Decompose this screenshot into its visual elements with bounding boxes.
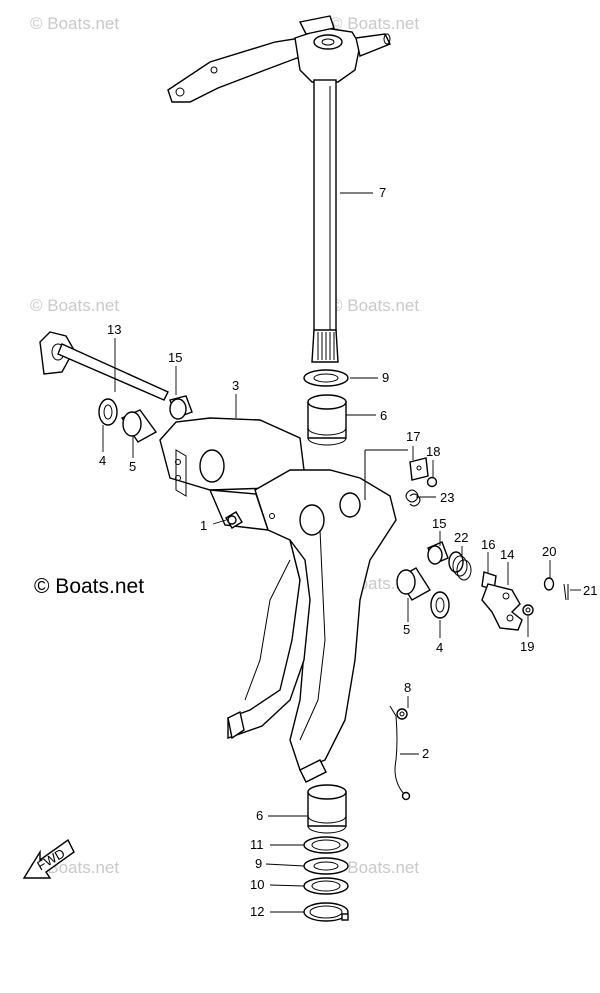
part-tilt-lock-lever-14 — [481, 583, 523, 631]
part-swivel-bracket — [159, 417, 408, 783]
callout-16: 16 — [481, 537, 495, 552]
callout-9-upper: 9 — [382, 370, 389, 385]
leader-lines — [102, 192, 581, 913]
part-grease-nipple — [225, 511, 243, 529]
part-lower-stack — [303, 836, 349, 922]
watermark-bottom-right: © Boats.net — [330, 858, 420, 877]
callout-11: 11 — [250, 837, 264, 852]
callout-1: 1 — [200, 518, 207, 533]
callout-21: 21 — [583, 583, 597, 598]
watermark-mid-right: © Boats.net — [330, 296, 420, 315]
watermark-top-right: © Boats.net — [330, 14, 420, 33]
callout-2: 2 — [422, 746, 429, 761]
part-bushing-6 — [307, 394, 347, 834]
callout-19: 19 — [520, 639, 534, 654]
fwd-arrow-icon: FWD — [22, 838, 75, 879]
callout-5-right: 5 — [403, 622, 410, 637]
callout-7: 7 — [379, 185, 386, 200]
callout-13: 13 — [107, 322, 121, 337]
callout-4-left: 4 — [99, 453, 106, 468]
callout-9-lower: 9 — [255, 856, 262, 871]
callout-10: 10 — [250, 877, 264, 892]
part-screw-18 — [426, 476, 438, 488]
callout-20: 20 — [542, 544, 556, 559]
callout-8: 8 — [404, 680, 411, 695]
callout-14: 14 — [500, 547, 514, 562]
part-bush-15 — [169, 395, 449, 565]
watermark-mid-left: © Boats.net — [30, 296, 120, 315]
callout-15-upper: 15 — [168, 350, 182, 365]
callout-6-lower: 6 — [256, 808, 263, 823]
callout-22: 22 — [454, 530, 468, 545]
callout-5-left: 5 — [129, 459, 136, 474]
part-bolt-19 — [522, 604, 534, 616]
part-washer-20 — [543, 577, 555, 591]
part-bolt-8 — [396, 708, 408, 720]
callout-3: 3 — [232, 378, 239, 393]
part-washer-4 — [98, 398, 450, 619]
part-cotter-21 — [563, 583, 569, 601]
callout-23: 23 — [440, 490, 454, 505]
part-steering-shaft — [167, 15, 391, 363]
part-spring-23 — [405, 489, 421, 507]
part-bushing-5 — [120, 409, 431, 601]
callout-4-right: 4 — [436, 640, 443, 655]
callout-18: 18 — [426, 444, 440, 459]
callout-17: 17 — [406, 429, 420, 444]
part-ground-wire-2 — [389, 705, 411, 801]
watermark-top-left: © Boats.net — [30, 14, 120, 33]
part-spring-22 — [448, 551, 472, 581]
callout-15-right: 15 — [432, 516, 446, 531]
callout-6-upper: 6 — [380, 408, 387, 423]
part-plate-17 — [409, 457, 429, 481]
part-tilt-rod — [39, 331, 169, 401]
callout-12: 12 — [250, 904, 264, 919]
part-washer-9 — [303, 369, 349, 875]
copyright-notice: © Boats.net — [34, 575, 145, 598]
